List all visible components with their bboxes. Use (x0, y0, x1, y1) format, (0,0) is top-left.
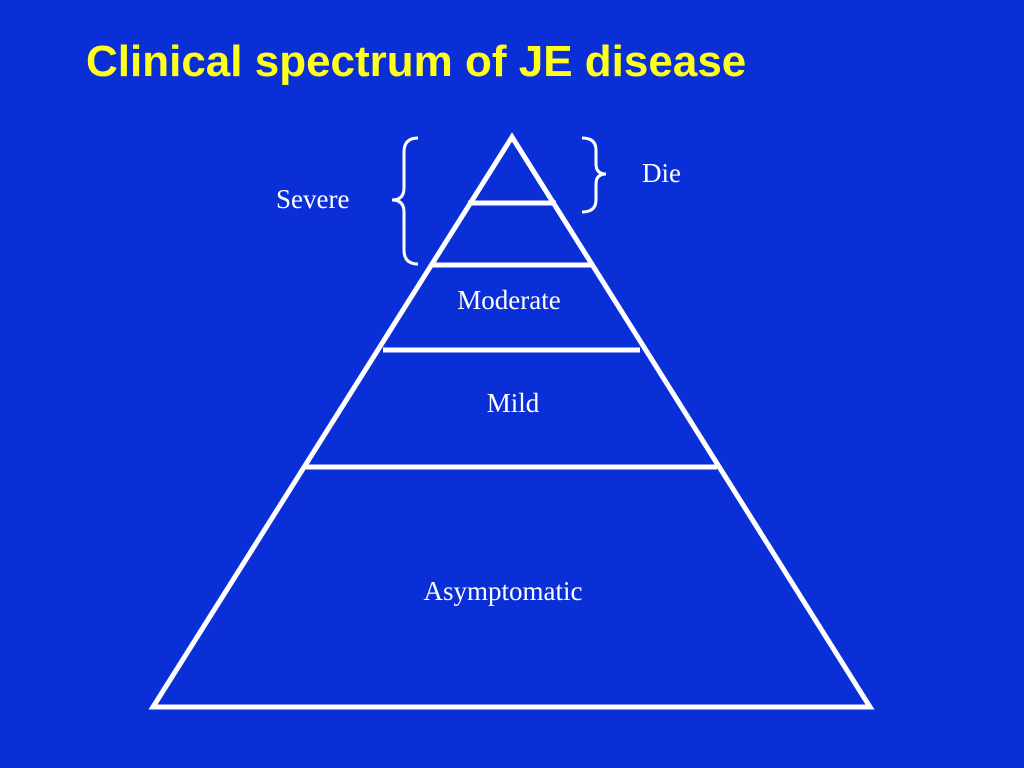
tier-label-asymptomatic: Asymptomatic (423, 576, 583, 606)
tier-label-mild: Mild (486, 388, 540, 418)
die-label: Die (642, 158, 681, 188)
severe-brace (391, 136, 419, 266)
slide-title: Clinical spectrum of JE disease (86, 37, 747, 86)
pyramid-outline (148, 132, 875, 710)
severe-label: Severe (276, 184, 350, 214)
tier-label-moderate: Moderate (457, 285, 561, 315)
die-brace (581, 136, 607, 214)
